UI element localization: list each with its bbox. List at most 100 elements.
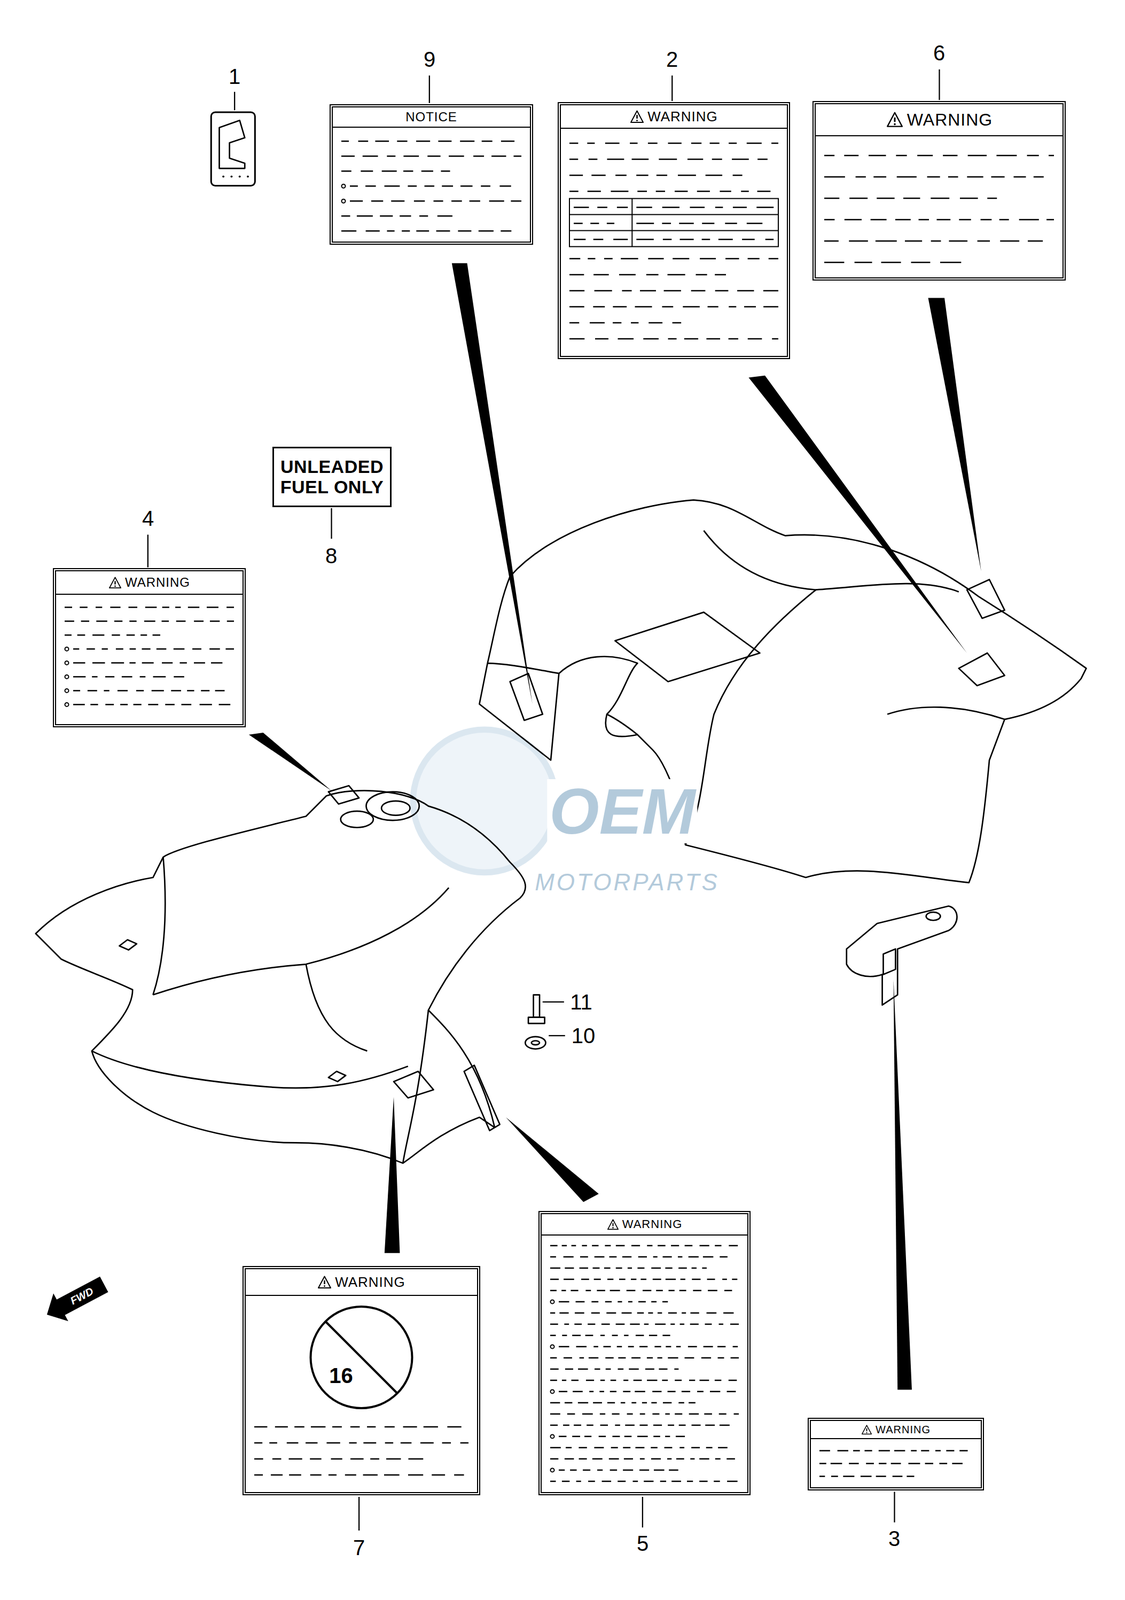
print-dash: [896, 176, 917, 178]
sticker-header: WARNING: [541, 1213, 748, 1236]
print-dash: [849, 197, 868, 200]
print-dash: [96, 620, 108, 622]
print-dash: [478, 230, 494, 232]
print-dash: [457, 230, 472, 232]
print-dash: [873, 176, 887, 178]
print-dash: [416, 140, 431, 143]
print-dash: [401, 230, 410, 232]
print-dash: [469, 200, 481, 202]
print-dash: [610, 1469, 617, 1471]
callout-number: 7: [353, 1536, 365, 1558]
print-dash: [715, 290, 729, 292]
print-dash: [657, 1311, 662, 1314]
sticker-heading: WARNING: [622, 1216, 683, 1231]
print-dash: [631, 158, 650, 161]
print-dash: [451, 200, 463, 202]
print-dash: [719, 1255, 728, 1258]
print-dash: [587, 142, 595, 145]
print-dash: [626, 1289, 636, 1292]
print-dash: [689, 206, 705, 209]
print-dash: [637, 1267, 645, 1269]
print-dash: [991, 176, 1005, 178]
print-dash: [668, 142, 682, 145]
print-dash: [186, 689, 194, 692]
print-dash: [173, 675, 185, 678]
print-dash: [585, 1334, 594, 1337]
leader-line: [938, 69, 940, 100]
print-dash: [588, 1480, 596, 1482]
print-dash: [717, 1446, 728, 1449]
print-dash: [681, 1311, 686, 1314]
print-dash: [564, 1457, 575, 1460]
print-dash: [64, 620, 75, 622]
print-dash: [403, 1425, 418, 1428]
print-dash: [592, 1267, 600, 1269]
print-dash: [719, 1424, 730, 1426]
print-dash: [349, 1441, 357, 1444]
front-fender-detail: [152, 887, 449, 995]
print-dash: [654, 1345, 661, 1348]
print-dash: [689, 1412, 699, 1415]
handle-hole: [340, 810, 374, 828]
warning-sticker: WARNING: [807, 1417, 984, 1490]
print-dash: [676, 1345, 682, 1348]
print-dash: [648, 322, 663, 324]
print-dash: [491, 155, 506, 158]
print-dash: [706, 1446, 713, 1449]
print-dash: [362, 155, 379, 158]
print-dash: [670, 1323, 675, 1325]
print-dash: [658, 1368, 668, 1370]
print-dash: [715, 206, 724, 209]
warning-triangle: [108, 576, 122, 589]
print-dash: [848, 240, 869, 242]
print-dash: [565, 1446, 572, 1449]
print-dash: [573, 222, 583, 225]
print-dash: [860, 1474, 872, 1477]
print-dash: [870, 219, 887, 221]
print-dash: [948, 176, 959, 178]
print-dash: [665, 1435, 670, 1437]
print-dash: [824, 176, 846, 178]
print-dash: [454, 1473, 464, 1476]
print-dash: [126, 634, 136, 636]
print-dash: [623, 1379, 629, 1381]
print-dash: [931, 240, 942, 242]
print-dash: [728, 1379, 738, 1381]
print-dash: [408, 1457, 424, 1460]
print-dash: [365, 185, 377, 187]
print-dash: [672, 322, 682, 324]
sticker-header: WARNING: [56, 571, 243, 595]
print-dash: [691, 290, 706, 292]
print-dash: [719, 1412, 727, 1415]
print-dash: [586, 1379, 595, 1381]
print-dash: [384, 1425, 395, 1428]
print-dash: [610, 1379, 617, 1381]
print-dash: [653, 1435, 661, 1437]
sticker-heading: WARNING: [875, 1423, 931, 1436]
callout-number: 1: [228, 65, 241, 88]
pointer-wedge: [505, 1116, 599, 1202]
print-dash: [561, 1289, 566, 1292]
print-dash: [579, 1356, 584, 1359]
print-dash: [550, 1457, 559, 1460]
print-dash: [349, 200, 363, 202]
print-dash: [581, 1278, 590, 1280]
print-dash: [646, 1379, 658, 1381]
label-patch: [966, 579, 1005, 619]
print-dash: [573, 206, 589, 209]
print-dash: [892, 1474, 903, 1477]
print-dash: [644, 1323, 649, 1325]
print-dash: [643, 1480, 654, 1482]
print-dash: [448, 155, 465, 158]
print-dash: [650, 1446, 658, 1449]
print-dash: [73, 647, 80, 650]
print-dash: [746, 142, 762, 145]
print-dash: [910, 1449, 917, 1451]
print-dash: [550, 1424, 558, 1426]
print-dash: [959, 1449, 968, 1451]
print-dash: [661, 1379, 668, 1381]
print-dash: [602, 1480, 612, 1482]
triangle-dot: [612, 1226, 614, 1229]
print-dash: [854, 261, 873, 264]
print-dash: [908, 1462, 920, 1464]
